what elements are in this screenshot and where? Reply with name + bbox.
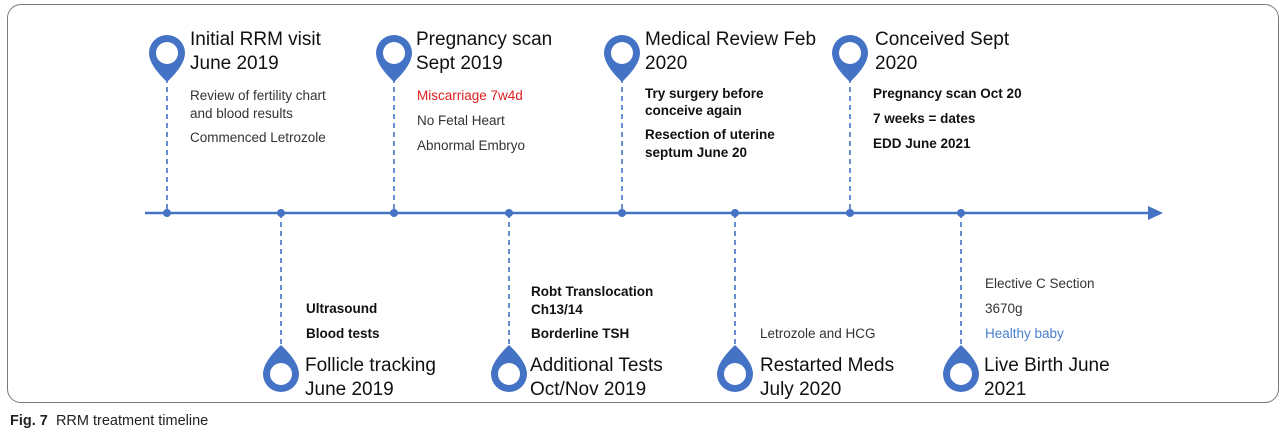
figure-label: Fig. 7	[10, 413, 48, 429]
timeline-dot	[846, 209, 854, 217]
event-title-additional-tests: Additional Tests Oct/Nov 2019	[530, 354, 663, 402]
event-title-follicle-tracking: Follicle tracking June 2019	[305, 354, 436, 402]
event-title-line: Oct/Nov 2019	[530, 379, 647, 400]
map-pin-icon	[717, 345, 753, 392]
figure-caption: Fig. 7 RRM treatment timeline	[10, 413, 208, 429]
event-title-restarted-meds: Restarted Meds July 2020	[760, 354, 894, 402]
event-note: 7 weeks = dates	[873, 111, 976, 126]
event-note: Ch13/14	[531, 302, 583, 317]
event-note: Letrozole and HCG	[760, 326, 876, 341]
event-note: Borderline TSH	[531, 326, 630, 341]
event-note: Elective C Section	[985, 276, 1095, 291]
event-title-line: July 2020	[760, 379, 842, 400]
pin-hole-icon	[270, 363, 292, 385]
map-pin-icon	[376, 35, 412, 82]
map-pin-icon	[491, 345, 527, 392]
event-note: No Fetal Heart	[417, 113, 505, 128]
event-title-line: Follicle tracking	[305, 355, 436, 376]
event-title-line: Medical Review Feb	[645, 29, 817, 50]
figure-caption-text: RRM treatment timeline	[55, 413, 209, 429]
timeline-arrowhead	[1148, 206, 1163, 220]
pin-hole-icon	[498, 363, 520, 385]
event-title-line: June 2019	[305, 379, 394, 400]
event-note: Review of fertility chart	[190, 88, 326, 103]
event-title-line: 2020	[875, 53, 918, 74]
map-pin-icon	[604, 35, 640, 82]
event-title-live-birth: Live Birth June 2021	[984, 354, 1110, 402]
event-title-medical-review: Medical Review Feb 2020	[645, 28, 816, 76]
event-title-line: Additional Tests	[530, 355, 663, 376]
map-pin-icon	[263, 345, 300, 393]
timeline-dot	[390, 209, 398, 217]
event-title-line: June 2019	[190, 53, 279, 74]
event-title-line: Restarted Meds	[760, 355, 895, 376]
event-note: Pregnancy scan Oct 20	[873, 86, 1022, 101]
event-note: Robt Translocation	[531, 284, 654, 299]
event-note: EDD June 2021	[873, 136, 971, 151]
event-title-line: Pregnancy scan	[416, 29, 553, 50]
event-note: Resection of uterine	[645, 127, 775, 142]
event-note: Blood tests	[306, 326, 380, 341]
timeline-dot	[618, 209, 626, 217]
event-note-miscarriage: Miscarriage 7w4d	[417, 88, 523, 103]
map-pin-icon	[832, 35, 868, 82]
event-note: Ultrasound	[306, 301, 378, 316]
pin-hole-icon	[383, 42, 405, 64]
event-note: Commenced Letrozole	[190, 130, 326, 145]
event-title-conceived: Conceived Sept 2020	[875, 28, 1009, 76]
event-title-line: 2020	[645, 53, 688, 74]
timeline-dot	[505, 209, 513, 217]
event-note: septum June 20	[645, 145, 748, 160]
event-title-line: Initial RRM visit	[190, 29, 321, 50]
event-title-line: 2021	[984, 379, 1027, 400]
event-title-line: Live Birth June	[984, 355, 1110, 376]
timeline-dot	[163, 209, 171, 217]
timeline-dot	[957, 209, 965, 217]
map-pin-icon	[943, 345, 979, 392]
pin-hole-icon	[156, 42, 178, 64]
event-note: Try surgery before	[645, 86, 764, 101]
event-note: and blood results	[190, 106, 293, 121]
event-title-line: Sept 2019	[416, 53, 503, 74]
event-note: Abnormal Embryo	[417, 138, 526, 153]
event-title-initial-visit: Initial RRM visit June 2019	[190, 28, 321, 76]
event-title-line: Conceived Sept	[875, 29, 1010, 50]
event-note: 3670g	[985, 301, 1023, 316]
timeline-dot	[277, 209, 285, 217]
event-note: conceive again	[645, 103, 742, 118]
pin-hole-icon	[839, 42, 861, 64]
pin-hole-icon	[724, 363, 746, 385]
pin-hole-icon	[611, 42, 633, 64]
figure-frame	[7, 4, 1279, 403]
map-pin-icon	[149, 35, 185, 82]
event-note-healthy-baby: Healthy baby	[985, 326, 1064, 341]
event-title-pregnancy-scan: Pregnancy scan Sept 2019	[416, 28, 552, 76]
timeline-dot	[731, 209, 739, 217]
pin-hole-icon	[950, 363, 972, 385]
